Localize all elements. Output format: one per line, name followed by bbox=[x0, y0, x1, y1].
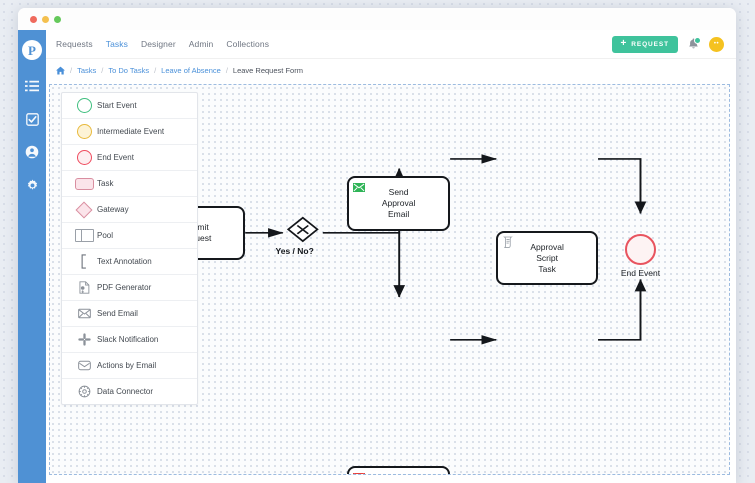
nav-item-collections[interactable]: Collections bbox=[226, 39, 270, 49]
main-content: Requests Tasks Designer Admin Collection… bbox=[46, 30, 736, 483]
user-avatar[interactable]: •• bbox=[709, 36, 724, 52]
task-label: Send Approval Email bbox=[381, 187, 416, 220]
bpmn-connectors bbox=[142, 154, 647, 374]
list-icon[interactable] bbox=[23, 77, 41, 95]
breadcrumb-separator: / bbox=[101, 65, 104, 75]
nav-item-designer[interactable]: Designer bbox=[140, 39, 176, 49]
slack-notification-icon bbox=[71, 333, 97, 346]
pool-icon bbox=[71, 229, 97, 242]
palette-item-label: Intermediate Event bbox=[97, 127, 165, 136]
top-navigation-bar: Requests Tasks Designer Admin Collection… bbox=[46, 30, 736, 59]
end-event-shape bbox=[624, 233, 657, 266]
palette-item-label: Text Annotation bbox=[97, 257, 152, 266]
palette-item-label: Slack Notification bbox=[97, 335, 159, 344]
gear-icon[interactable] bbox=[23, 176, 41, 194]
end-event-icon bbox=[71, 150, 97, 165]
palette-item-actions-by-email[interactable]: Actions by Email bbox=[62, 353, 197, 379]
window-titlebar bbox=[18, 8, 736, 30]
breadcrumb-separator: / bbox=[70, 65, 73, 75]
window-close-button[interactable] bbox=[30, 16, 37, 23]
add-request-label: REQUEST bbox=[631, 40, 669, 48]
breadcrumb-item-to-do-tasks[interactable]: To Do Tasks bbox=[108, 65, 150, 75]
exclusive-gateway-shape bbox=[286, 216, 319, 243]
text-annotation-icon bbox=[71, 254, 97, 269]
palette-item-end-event[interactable]: End Event bbox=[62, 145, 197, 171]
script-icon bbox=[502, 236, 514, 248]
palette-item-pool[interactable]: Pool bbox=[62, 223, 197, 249]
processmaker-logo[interactable]: P bbox=[22, 40, 42, 60]
flow-approval-script-to-end bbox=[598, 158, 647, 214]
actions-by-email-icon bbox=[71, 360, 97, 371]
breadcrumb-item-tasks[interactable]: Tasks bbox=[77, 65, 97, 75]
palette-item-label: End Event bbox=[97, 153, 134, 162]
home-icon[interactable] bbox=[56, 66, 65, 75]
add-request-button[interactable]: + REQUEST bbox=[611, 35, 678, 53]
send-email-icon bbox=[71, 308, 97, 319]
gateway-icon bbox=[71, 201, 97, 218]
breadcrumb-item-leave-request-form: Leave Request Form bbox=[232, 65, 303, 75]
flow-denial-script-to-end bbox=[598, 278, 647, 341]
intermediate-event-icon bbox=[71, 124, 97, 139]
gateway-label: Yes / No? bbox=[275, 246, 314, 257]
bpmn-end-event[interactable]: End Event bbox=[621, 233, 660, 278]
palette-item-task[interactable]: Task bbox=[62, 171, 197, 197]
notifications-button[interactable] bbox=[687, 37, 701, 51]
element-palette: Start Event Intermediate Event bbox=[61, 92, 198, 405]
palette-item-label: Actions by Email bbox=[97, 361, 157, 370]
pdf-generator-icon bbox=[71, 281, 97, 294]
palette-item-label: Data Connector bbox=[97, 387, 154, 396]
start-event-icon bbox=[71, 98, 97, 113]
palette-item-data-connector[interactable]: Data Connector bbox=[62, 379, 197, 404]
palette-item-gateway[interactable]: Gateway bbox=[62, 197, 197, 223]
palette-item-text-annotation[interactable]: Text Annotation bbox=[62, 249, 197, 275]
task-icon bbox=[71, 177, 97, 190]
palette-item-slack-notification[interactable]: Slack Notification bbox=[62, 327, 197, 353]
palette-item-label: Send Email bbox=[97, 309, 138, 318]
bpmn-task-send-approval-email[interactable]: Send Approval Email bbox=[347, 176, 451, 231]
breadcrumb-item-leave-of-absence[interactable]: Leave of Absence bbox=[161, 65, 221, 75]
window-maximize-button[interactable] bbox=[54, 16, 61, 23]
palette-item-intermediate-event[interactable]: Intermediate Event bbox=[62, 119, 197, 145]
palette-item-start-event[interactable]: Start Event bbox=[62, 93, 197, 119]
notification-badge bbox=[694, 37, 701, 44]
nav-item-requests[interactable]: Requests bbox=[56, 39, 93, 49]
breadcrumb: / Tasks / To Do Tasks / Leave of Absence… bbox=[46, 59, 736, 81]
application-shell: P bbox=[18, 30, 736, 483]
user-circle-icon[interactable] bbox=[23, 143, 41, 161]
nav-item-admin[interactable]: Admin bbox=[188, 39, 214, 49]
left-nav-rail: P bbox=[18, 30, 46, 483]
palette-item-label: Start Event bbox=[97, 101, 137, 110]
breadcrumb-separator: / bbox=[225, 65, 228, 75]
palette-item-send-email[interactable]: Send Email bbox=[62, 301, 197, 327]
palette-item-pdf-generator[interactable]: PDF Generator bbox=[62, 275, 197, 301]
palette-item-label: Pool bbox=[97, 231, 114, 240]
email-icon bbox=[353, 471, 366, 474]
bpmn-task-send-denial-email[interactable]: Send Denial Email bbox=[347, 466, 451, 474]
browser-window: P bbox=[18, 8, 736, 483]
bpmn-task-approval-script-task[interactable]: Approval Script Task bbox=[496, 230, 599, 286]
palette-item-label: Gateway bbox=[97, 205, 129, 214]
plus-icon: + bbox=[620, 38, 628, 49]
check-square-icon[interactable] bbox=[23, 110, 41, 128]
end-event-label: End Event bbox=[620, 268, 661, 279]
task-label: Approval Script Task bbox=[530, 241, 564, 274]
data-connector-icon bbox=[71, 385, 97, 398]
designer-canvas[interactable]: Start Event Intermediate Event bbox=[49, 84, 730, 475]
nav-item-tasks[interactable]: Tasks bbox=[105, 39, 128, 49]
breadcrumb-separator: / bbox=[154, 65, 157, 75]
window-minimize-button[interactable] bbox=[42, 16, 49, 23]
email-icon bbox=[353, 181, 366, 193]
palette-item-label: PDF Generator bbox=[97, 283, 152, 292]
palette-item-label: Task bbox=[97, 179, 114, 188]
process-designer: Start Event Intermediate Event bbox=[46, 81, 736, 483]
top-navigation-actions: + REQUEST •• bbox=[611, 35, 736, 53]
